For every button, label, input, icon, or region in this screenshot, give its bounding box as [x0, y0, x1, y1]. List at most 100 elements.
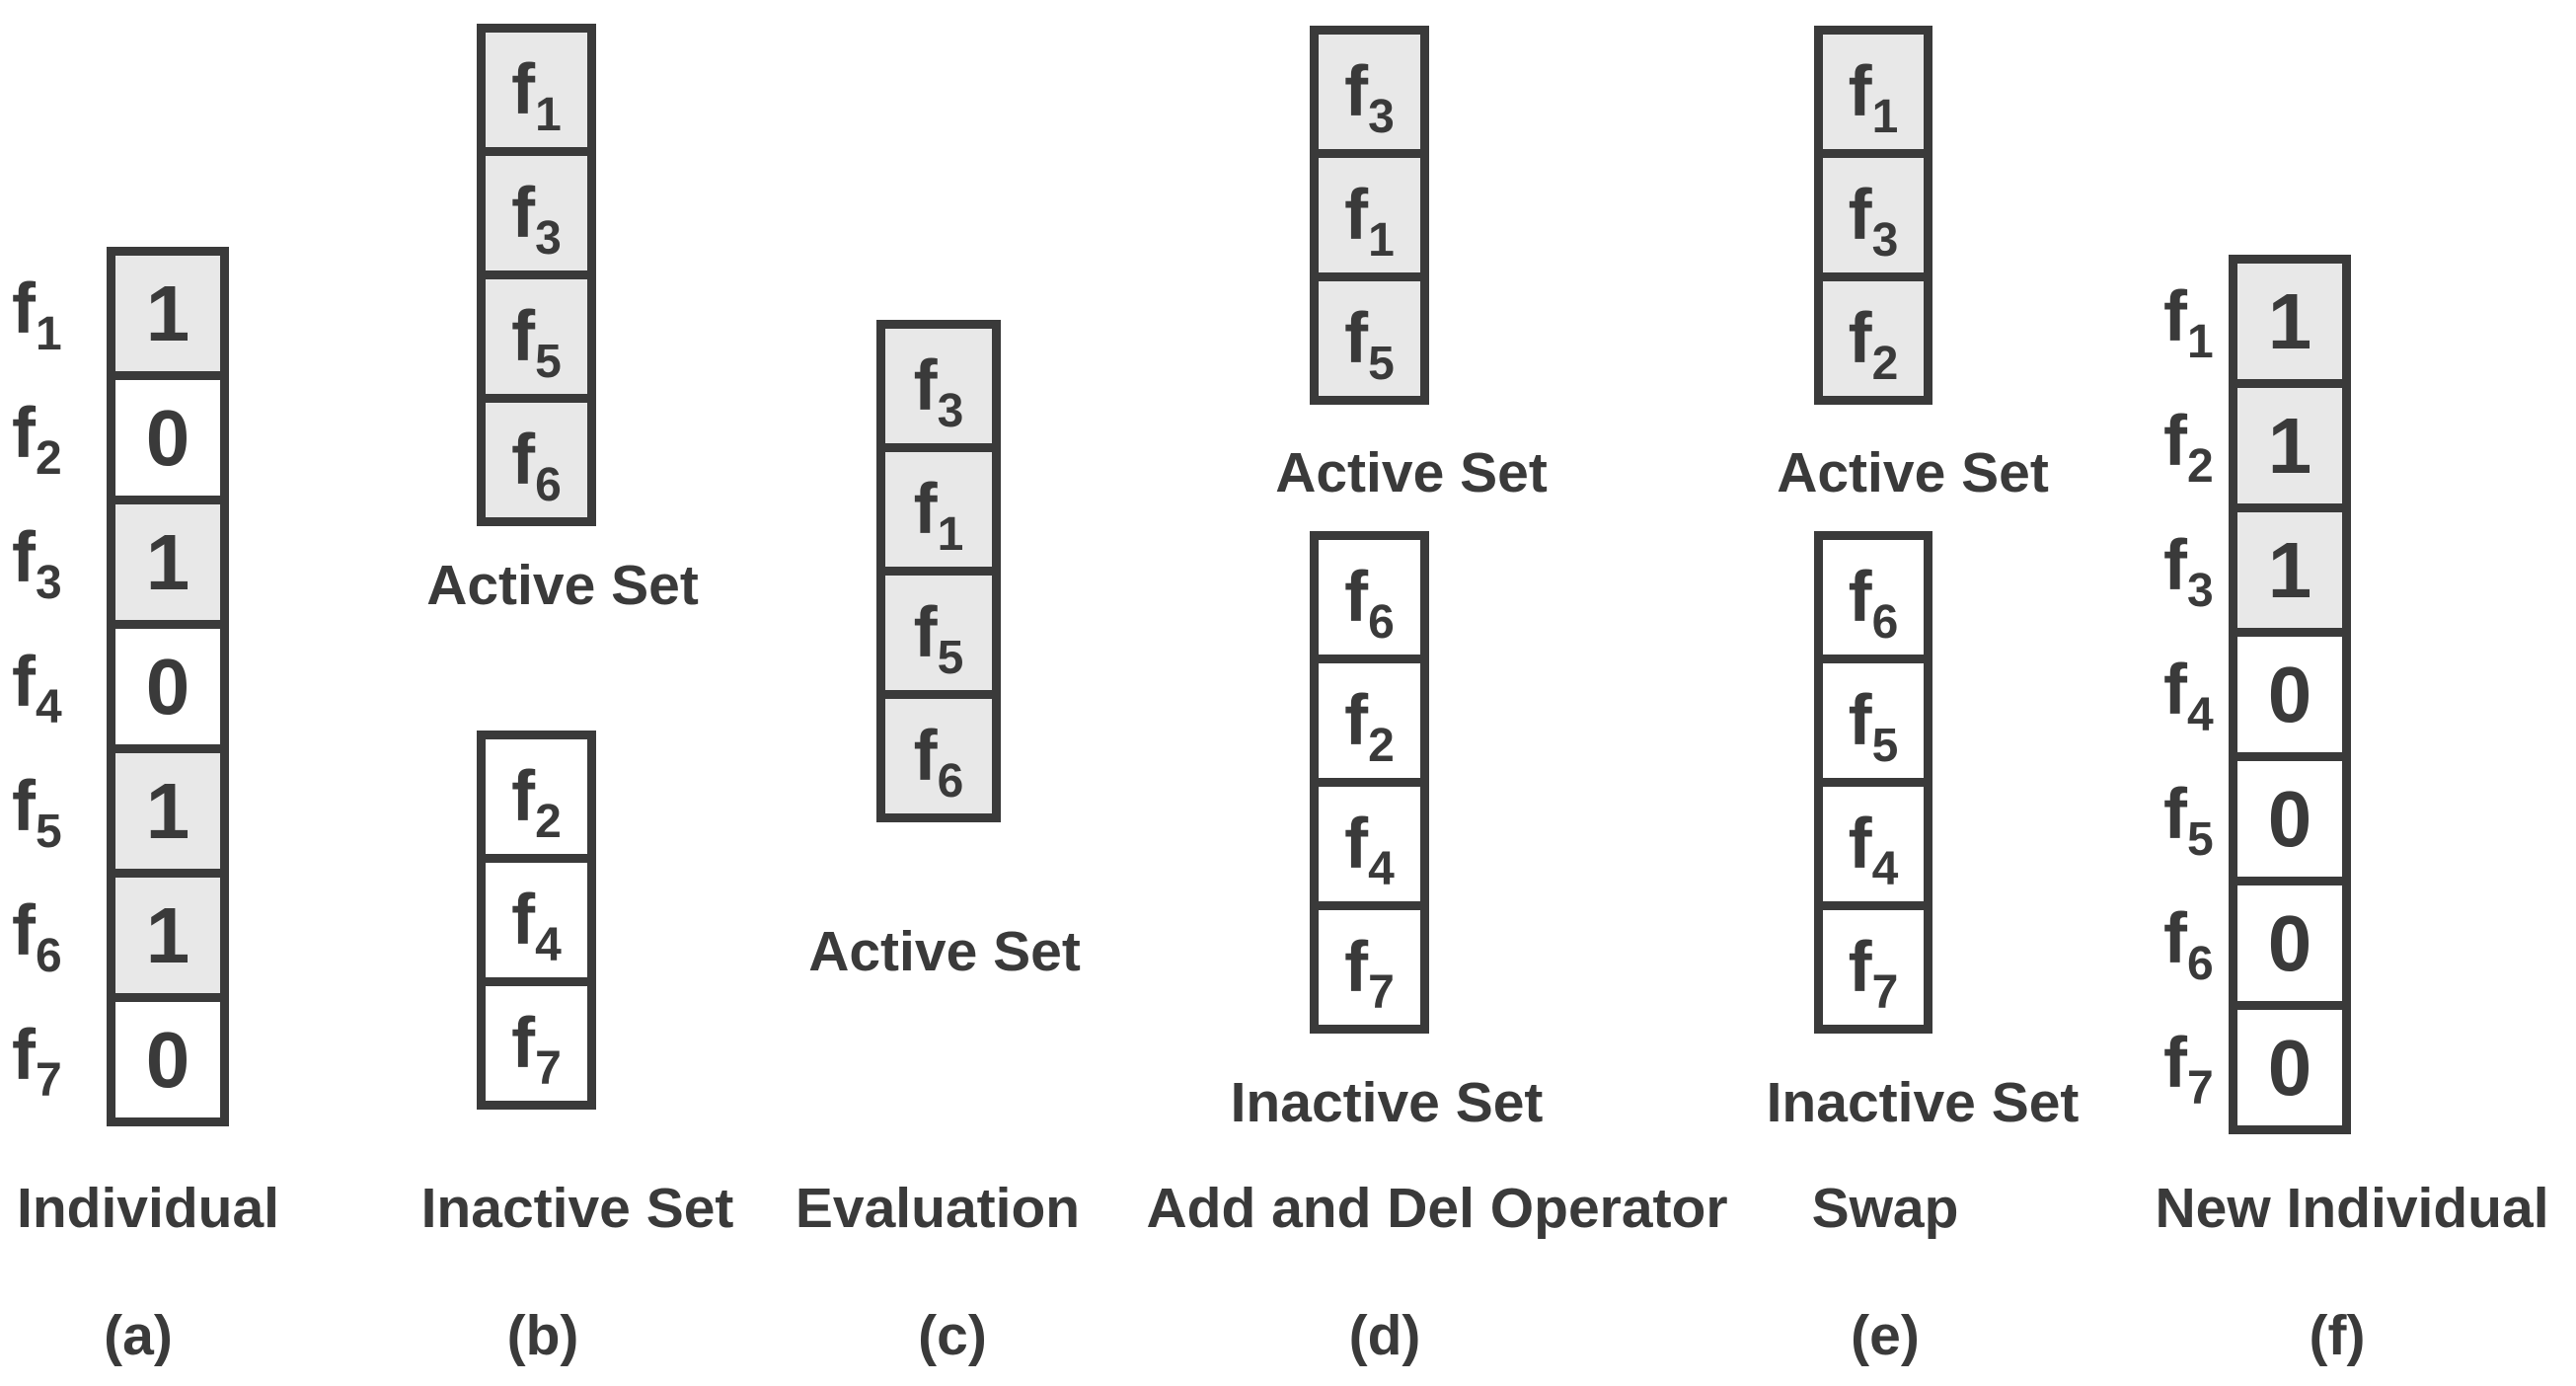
feature-symbol: f: [511, 50, 536, 129]
feature-subscript: 5: [2186, 813, 2214, 866]
feature-symbol: f: [913, 470, 938, 549]
marker-d: (d): [1348, 1304, 1421, 1367]
feature-subscript: 5: [1871, 720, 1899, 772]
feature-symbol: f: [1848, 805, 1872, 884]
feature-subscript: 4: [2186, 689, 2214, 741]
active-set-label-c: Active Set: [808, 920, 1081, 983]
feature-symbol: f: [2163, 775, 2187, 854]
caption-evaluation: Evaluation: [795, 1177, 1081, 1240]
feature-symbol: f: [2163, 899, 2187, 978]
marker-a: (a): [104, 1304, 173, 1367]
caption-new-individual: New Individual: [2155, 1177, 2549, 1240]
feature-subscript: 4: [1871, 843, 1899, 895]
gene-value: 0: [2267, 1023, 2312, 1112]
feature-symbol: f: [2163, 651, 2187, 730]
gene-value: 0: [145, 393, 190, 482]
marker-f: (f): [2309, 1304, 2366, 1367]
gene-value: 1: [2267, 401, 2312, 490]
feature-subscript: 7: [35, 1054, 62, 1107]
feature-subscript: 6: [35, 930, 62, 982]
gene-value: 1: [145, 766, 190, 855]
feature-symbol: f: [2163, 277, 2187, 356]
feature-symbol: f: [2163, 526, 2187, 605]
marker-c: (c): [918, 1304, 987, 1367]
feature-subscript: 2: [535, 796, 562, 848]
gene-cell: 0: [107, 993, 229, 1126]
feature-symbol: f: [2163, 402, 2187, 481]
feature-symbol: f: [511, 1004, 536, 1083]
feature-subscript: 3: [535, 212, 562, 265]
feature-symbol: f: [12, 767, 36, 846]
feature-subscript: 3: [1368, 91, 1395, 143]
feature-subscript: 1: [1368, 214, 1395, 267]
feature-subscript: 1: [2186, 316, 2214, 368]
feature-subscript: 6: [1871, 596, 1899, 649]
feature-subscript: 3: [937, 385, 964, 437]
gene-value: 1: [145, 269, 190, 357]
feature-subscript: 2: [1368, 720, 1395, 772]
gene-cell: 1: [2229, 255, 2351, 388]
feature-subscript: 2: [2186, 440, 2214, 493]
feature-symbol: f: [1848, 299, 1872, 378]
feature-subscript: 7: [1368, 966, 1395, 1019]
feature-subscript: 6: [535, 459, 562, 511]
feature-symbol: f: [1344, 299, 1369, 378]
marker-b: (b): [506, 1304, 579, 1367]
feature-subscript: 3: [35, 557, 62, 609]
gene-cell: 1: [2229, 379, 2351, 512]
feature-symbol: f: [1344, 558, 1369, 637]
caption-inactive-set: Inactive Set: [420, 1177, 734, 1240]
gene-value: 0: [2267, 774, 2312, 863]
feature-symbol: f: [1344, 681, 1369, 760]
feature-symbol: f: [12, 1016, 36, 1095]
feature-symbol: f: [2163, 1024, 2187, 1103]
feature-symbol: f: [1848, 928, 1872, 1007]
inactive-set-label-d: Inactive Set: [1230, 1071, 1544, 1134]
feature-subscript: 7: [2186, 1062, 2214, 1115]
feature-symbol: f: [1344, 176, 1369, 255]
feature-symbol: f: [12, 891, 36, 970]
feature-subscript: 5: [1368, 338, 1395, 390]
feature-symbol: f: [913, 593, 938, 672]
active-set-label-d: Active Set: [1275, 441, 1548, 504]
feature-symbol: f: [1344, 928, 1369, 1007]
gene-cell: 1: [107, 744, 229, 878]
feature-symbol: f: [1848, 176, 1872, 255]
feature-symbol: f: [511, 174, 536, 253]
gene-cell: 1: [2229, 503, 2351, 637]
feature-subscript: 4: [535, 919, 562, 971]
feature-symbol: f: [913, 717, 938, 796]
gene-cell: 1: [107, 247, 229, 380]
active-set-label-b: Active Set: [426, 554, 699, 617]
